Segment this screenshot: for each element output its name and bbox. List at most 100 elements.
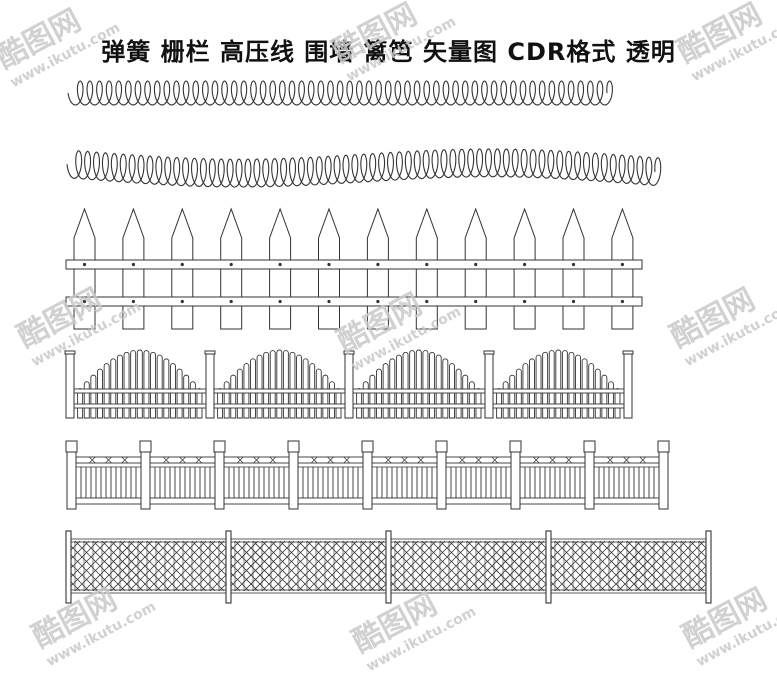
rail-ornament [549, 456, 556, 464]
arched-picket [529, 358, 535, 419]
lattice-strut [680, 565, 707, 592]
arched-picket [189, 381, 196, 419]
lattice-bottom-rail [550, 589, 707, 594]
rail-bolt [278, 262, 282, 267]
rail-bolt [620, 299, 625, 304]
lattice-strut [83, 540, 135, 592]
arched-picket [276, 349, 283, 419]
lattice-bottom-rail [390, 589, 547, 594]
lattice-strut [70, 563, 99, 592]
lattice-strut [209, 574, 227, 592]
rail-bolt [180, 262, 184, 267]
fence-post [344, 352, 354, 419]
arched-picket [150, 351, 157, 419]
lattice-strut [626, 540, 678, 592]
rail-bolt [82, 262, 87, 267]
arched-picket [369, 374, 376, 419]
arched-picket [575, 354, 581, 419]
lattice-strut [70, 572, 90, 592]
lattice-strut [306, 540, 358, 592]
post-cap [65, 440, 78, 453]
lattice-strut [529, 574, 547, 592]
rail-bolt [474, 299, 478, 304]
lattice-strut [493, 540, 545, 592]
arched-picket [594, 368, 601, 419]
arched-picket [535, 354, 542, 419]
lattice-strut [252, 540, 304, 592]
lattice-strut [230, 572, 250, 592]
lattice-strut [390, 545, 437, 592]
lattice-strut [230, 540, 250, 560]
rail-ornament [179, 456, 186, 464]
lattice-strut [550, 540, 597, 587]
arched-picket [455, 368, 462, 419]
arched-picket [269, 350, 276, 419]
rail-ornament [105, 456, 112, 464]
lattice-strut [101, 540, 153, 592]
rail-ornament [459, 456, 466, 464]
lattice-strut [369, 540, 387, 558]
lattice-strut [689, 540, 707, 558]
post-rail-fence [65, 440, 670, 510]
arched-picket [136, 349, 143, 419]
rail-ornament [269, 456, 276, 464]
arched-picket [376, 368, 382, 419]
rail-ornament [327, 456, 334, 464]
lattice-strut [297, 540, 349, 592]
rail-bolt [376, 262, 380, 267]
lattice-strut [315, 540, 367, 592]
lattice-strut [390, 581, 401, 592]
arched-picket [282, 350, 289, 419]
rail-ornament [491, 456, 498, 464]
lattice-strut [550, 581, 561, 592]
lattice-fence [65, 530, 712, 604]
arched-picket [223, 381, 230, 419]
straight-coil-spring [67, 80, 613, 106]
lattice-strut [234, 540, 286, 592]
arched-picket [97, 368, 103, 419]
lattice-strut [191, 540, 227, 576]
rail-ornament [565, 456, 572, 464]
lattice-strut [484, 540, 536, 592]
rail-bolt [425, 262, 429, 267]
rail-bolt [376, 299, 380, 304]
rail-ornament [385, 456, 392, 464]
lattice-strut [342, 547, 387, 592]
lattice-strut [390, 540, 437, 587]
arched-picket [422, 350, 429, 419]
arched-picket-fence [64, 349, 634, 419]
lattice-bottom-rail [230, 589, 387, 594]
lattice-strut [671, 556, 707, 592]
lattice-strut [644, 540, 696, 592]
lattice-strut [230, 540, 241, 551]
arched-picket [502, 381, 509, 419]
arched-picket [429, 351, 436, 419]
bottom-rail [223, 497, 290, 505]
rail-ornament [89, 456, 96, 464]
arched-picket [601, 374, 608, 419]
rail-bolt [131, 299, 135, 304]
lattice-strut [218, 540, 227, 549]
lattice-strut [390, 540, 428, 578]
fence-post [362, 451, 373, 510]
lattice-strut [137, 540, 189, 592]
bottom-rail [149, 497, 216, 505]
rail-ornament [607, 456, 614, 464]
lattice-bottom-rail [70, 589, 227, 594]
rail-bolt [571, 299, 576, 304]
fence-post [484, 352, 494, 419]
arched-picket [442, 358, 449, 419]
lattice-strut [390, 540, 419, 569]
lattice-strut [550, 540, 561, 551]
rail-bolt [229, 299, 233, 304]
lattice-strut [502, 547, 547, 592]
lattice-strut [74, 540, 126, 592]
lattice-strut [230, 563, 259, 592]
rail-ornament [163, 456, 170, 464]
arched-picket [515, 368, 522, 419]
lattice-strut [617, 540, 669, 592]
fence-post [205, 352, 215, 419]
arched-picket [116, 354, 123, 419]
arched-picket [110, 358, 117, 419]
bottom-rail [65, 296, 643, 307]
